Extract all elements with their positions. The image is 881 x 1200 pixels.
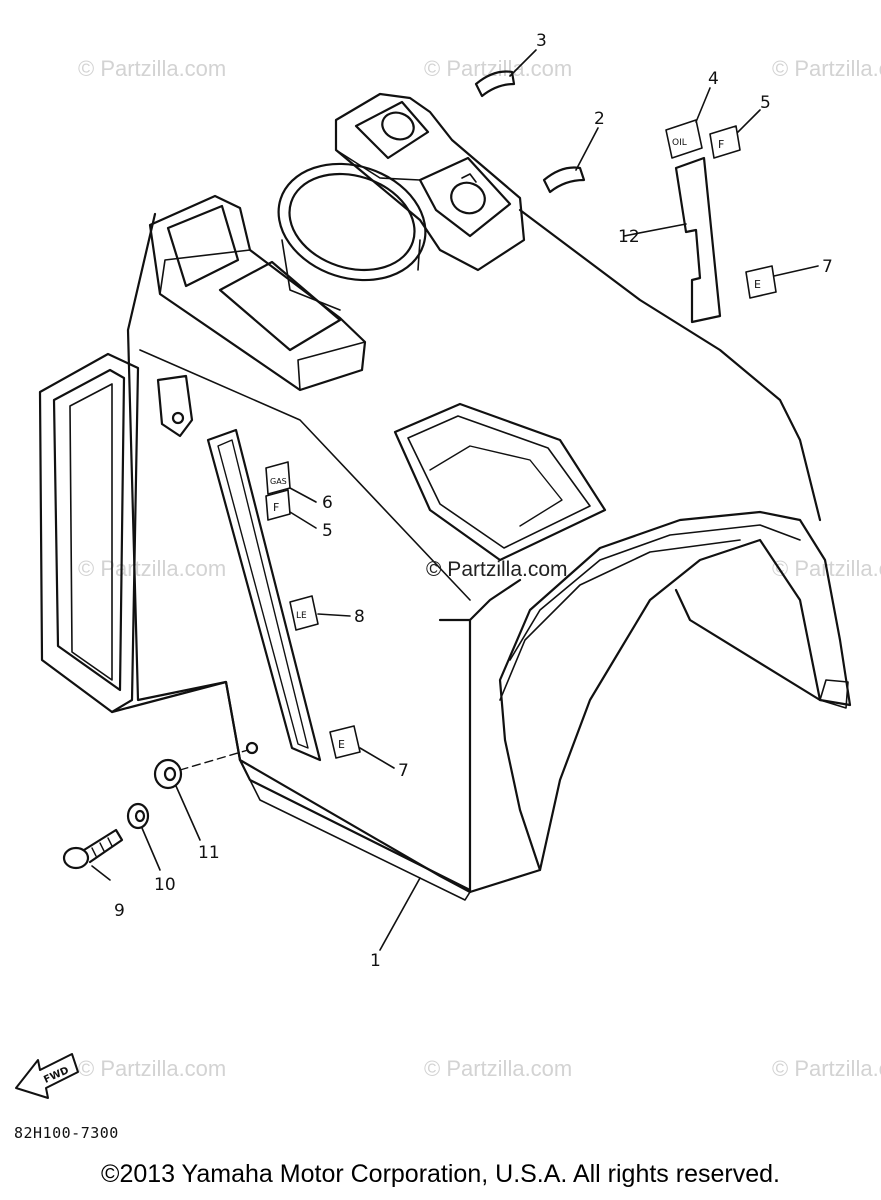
callout-7-lower: 7	[398, 761, 409, 781]
callout-11: 11	[198, 843, 220, 863]
callout-12: 12	[618, 227, 640, 247]
copyright-notice: ©2013 Yamaha Motor Corporation, U.S.A. A…	[101, 1160, 780, 1188]
decal-e-loose: E	[745, 265, 777, 299]
callout-9: 9	[114, 901, 125, 921]
decal-oil: OIL	[665, 119, 703, 159]
callout-3: 3	[536, 31, 547, 51]
callout-10: 10	[154, 875, 176, 895]
decal-e-loose-text: E	[754, 278, 761, 291]
front-fender-body	[126, 208, 852, 901]
decal-f-body: F	[265, 489, 291, 521]
drawing-code: 82H100-7300	[14, 1124, 119, 1142]
callout-4: 4	[708, 69, 719, 89]
mounting-tab	[156, 374, 194, 438]
decal-e-body: E	[329, 725, 361, 759]
decal-gas: GAS	[265, 461, 291, 495]
decal-le-text: LE	[296, 611, 307, 621]
bolt-hole	[245, 741, 259, 755]
callout-5-upper: 5	[760, 93, 771, 113]
grommet-3	[474, 70, 516, 98]
watermark: © Partzilla.com	[772, 56, 881, 81]
grommet-part-11	[153, 758, 183, 790]
tank-opening	[393, 402, 607, 562]
leader-lines	[91, 49, 819, 951]
decal-le: LE	[289, 595, 319, 631]
side-recess-strip	[206, 428, 322, 762]
washer-part-10	[126, 802, 150, 830]
screw-part-9	[62, 828, 124, 870]
left-instrument-pod	[148, 194, 367, 392]
strip-part-12	[674, 156, 722, 324]
callout-6: 6	[322, 493, 333, 513]
decal-e-text: E	[338, 738, 345, 751]
decal-f-loose-text: F	[718, 138, 724, 151]
decal-f-loose: F	[709, 125, 741, 159]
watermark: © Partzilla.com	[772, 1056, 881, 1081]
callout-2: 2	[594, 109, 605, 129]
callout-5-lower: 5	[322, 521, 333, 541]
decal-gas-text: GAS	[270, 477, 287, 486]
watermark: © Partzilla.com	[78, 56, 227, 81]
side-panel-left	[38, 352, 242, 762]
watermark: © Partzilla.com	[78, 1056, 227, 1081]
callout-1: 1	[370, 951, 381, 971]
callout-8: 8	[354, 607, 365, 627]
decal-f-text: F	[273, 501, 279, 514]
watermark: © Partzilla.com	[424, 56, 573, 81]
watermark-center: © Partzilla.com	[426, 558, 568, 581]
watermark: © Partzilla.com	[78, 556, 227, 581]
speedometer-ring	[277, 162, 427, 311]
grommet-2	[542, 166, 586, 194]
indicator-pods	[334, 92, 526, 272]
watermark: © Partzilla.com	[424, 1056, 573, 1081]
forward-arrow-icon: FWD	[15, 1053, 79, 1099]
exploded-view-drawing: GAS F LE E OIL F E	[15, 31, 852, 1099]
decal-oil-text: OIL	[672, 138, 687, 148]
assembly-line	[179, 749, 249, 771]
callout-7-upper: 7	[822, 257, 833, 277]
